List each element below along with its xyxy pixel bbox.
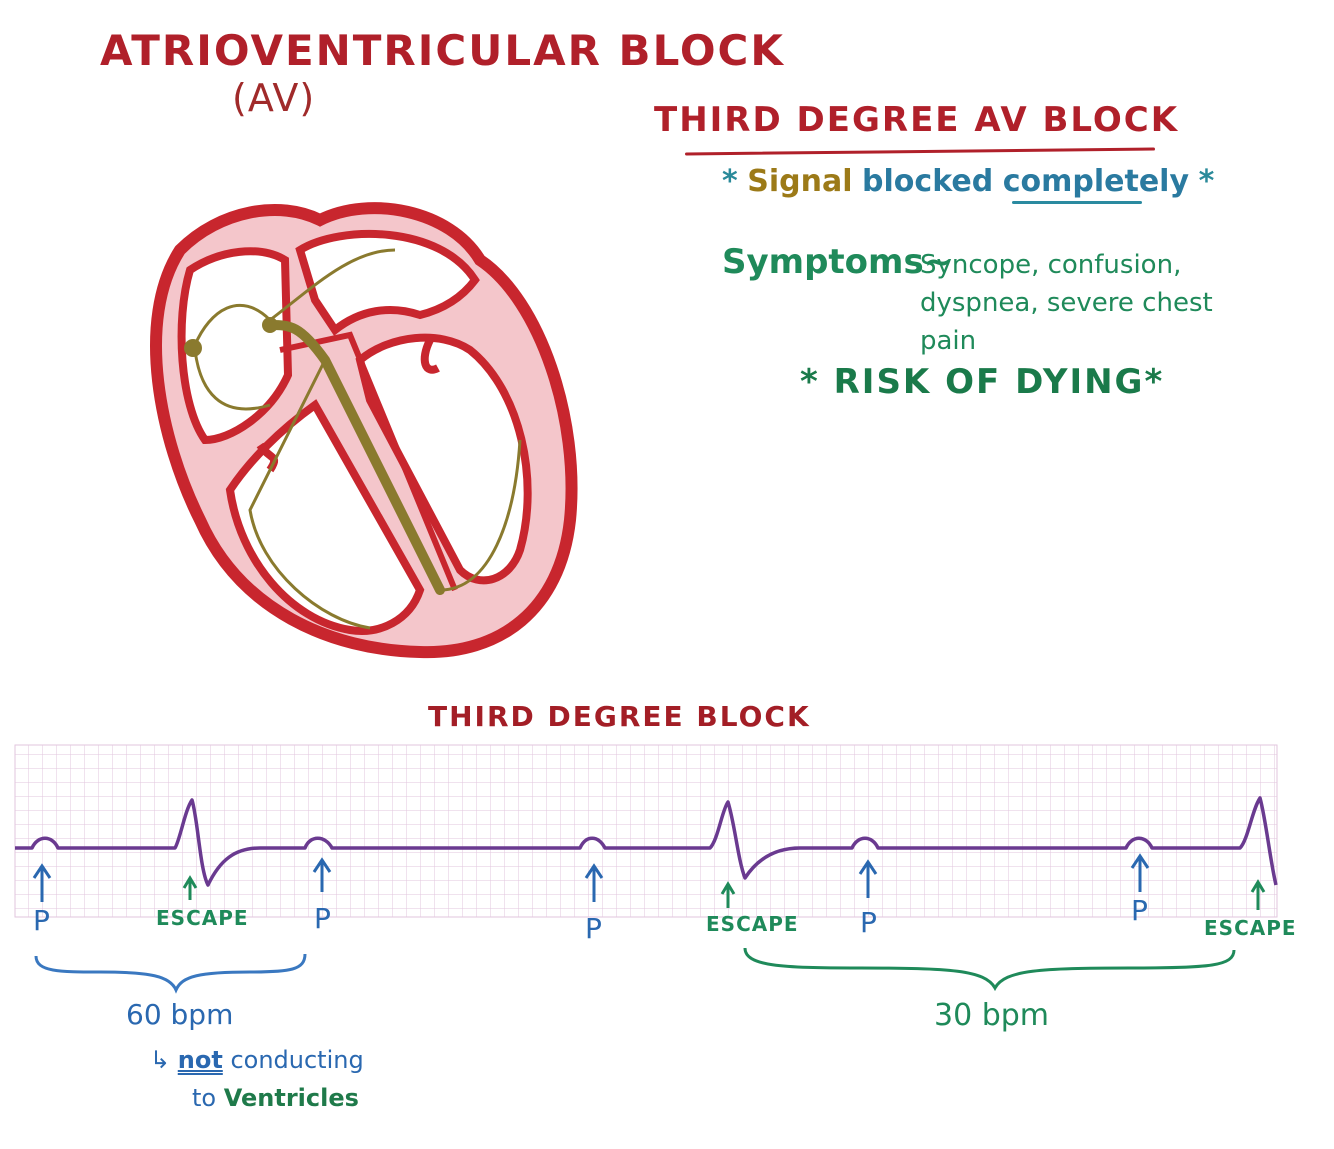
heart-diagram bbox=[150, 202, 578, 659]
note-to: to bbox=[192, 1084, 217, 1112]
escape-label-3: ESCAPE bbox=[1204, 916, 1297, 940]
symptoms-label: Symptoms~ bbox=[722, 242, 952, 282]
ecg-title: THIRD DEGREE BLOCK bbox=[428, 700, 811, 733]
symptoms-list: Syncope, confusion, dyspnea, severe ches… bbox=[920, 250, 1213, 356]
sa-node bbox=[184, 339, 202, 357]
risk-of-dying: * RISK OF DYING* bbox=[800, 362, 1165, 402]
septum bbox=[279, 331, 458, 592]
p-arrow-3 bbox=[584, 863, 604, 902]
p-label-4: P bbox=[860, 906, 877, 939]
note-arrow: ↳ bbox=[150, 1046, 171, 1074]
ecg-trace bbox=[15, 796, 1278, 887]
left-ventricle bbox=[355, 333, 532, 585]
p-arrow-5 bbox=[1130, 853, 1150, 892]
his-bundle bbox=[265, 320, 445, 595]
conduction-path-internodal bbox=[193, 349, 271, 411]
left-atrium bbox=[295, 229, 480, 336]
blocked-word: blocked bbox=[862, 164, 994, 199]
symptoms-tilde: ~ bbox=[923, 242, 953, 282]
escape-label-1: ESCAPE bbox=[156, 906, 249, 930]
p-arrow-1 bbox=[32, 863, 52, 902]
symptoms-text: Symptoms bbox=[722, 242, 924, 282]
star-left: * bbox=[722, 164, 738, 199]
p-label-3: P bbox=[585, 912, 602, 945]
escape-arrows bbox=[182, 875, 1266, 910]
conduction-path-atrial bbox=[193, 303, 272, 346]
note-ventricles: Ventricles bbox=[223, 1084, 359, 1112]
brace-30bpm bbox=[743, 947, 1236, 992]
purkinje-left bbox=[439, 439, 522, 592]
note-line-1: ↳ not conducting bbox=[150, 1046, 364, 1074]
completely-word: completely bbox=[1002, 164, 1190, 199]
escape-arrow-2 bbox=[720, 881, 736, 908]
mitral-valve bbox=[420, 338, 440, 374]
signal-word: Signal bbox=[747, 164, 853, 199]
escape-label-2: ESCAPE bbox=[706, 912, 799, 936]
p-arrow-4 bbox=[858, 859, 878, 898]
escape-arrow-3 bbox=[1250, 879, 1266, 910]
brace-60bpm bbox=[34, 953, 307, 994]
page-title: ATRIOVENTRICULAR BLOCK bbox=[100, 26, 785, 75]
third-degree-heading: THIRD DEGREE AV BLOCK bbox=[654, 100, 1180, 140]
p-label-5: P bbox=[1131, 894, 1148, 927]
purkinje-right bbox=[248, 359, 371, 630]
page-subtitle: (AV) bbox=[232, 76, 316, 120]
p-label-1: P bbox=[33, 904, 50, 937]
note-conducting: conducting bbox=[230, 1046, 364, 1074]
ecg-strip bbox=[14, 744, 1278, 994]
p-label-2: P bbox=[314, 902, 331, 935]
star-right: * bbox=[1198, 164, 1215, 199]
heading-underline bbox=[684, 147, 1156, 156]
ecg-grid bbox=[14, 744, 1278, 918]
conduction-path-bachmann bbox=[269, 248, 396, 322]
ventricular-rate: 30 bpm bbox=[934, 998, 1050, 1033]
completely-underline bbox=[1012, 201, 1142, 204]
p-arrows bbox=[32, 853, 1150, 902]
note-line-2: to Ventricles bbox=[192, 1084, 359, 1112]
note-not: not bbox=[177, 1046, 223, 1074]
signal-line: * Signal blocked completely * bbox=[722, 164, 1214, 199]
atrial-rate: 60 bpm bbox=[126, 998, 234, 1031]
right-atrium bbox=[177, 247, 293, 445]
p-arrow-2 bbox=[312, 857, 332, 892]
escape-arrow-1 bbox=[182, 875, 198, 900]
